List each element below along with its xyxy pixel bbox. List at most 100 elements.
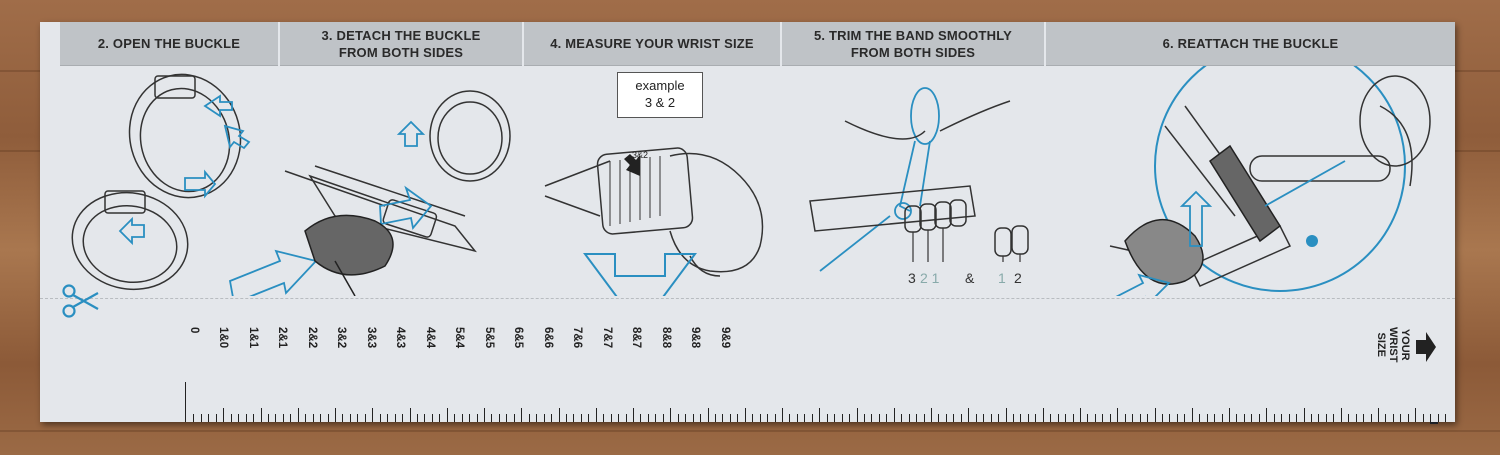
header-step-6: 6. REATTACH THE BUCKLE [1046,22,1455,66]
ruler-tick [528,414,530,422]
ruler-tick [789,414,791,422]
size-label: 8&8 [660,327,672,349]
ruler-tick [1340,408,1342,422]
ruler-tick [1221,414,1223,422]
ruler-tick [1318,414,1320,422]
ruler-tick [811,414,813,422]
ruler-tick [1310,414,1312,422]
ruler-tick [1400,414,1402,422]
size-label: 2&2 [306,327,318,349]
size-label: 6&5 [512,327,524,349]
example-value: 3 & 2 [644,95,676,110]
ruler-tick [1333,414,1335,422]
ruler-tick [834,414,836,422]
size-label: 8&7 [630,327,642,349]
header-step-2: 2. OPEN THE BUCKLE [60,22,278,66]
ruler-tick [729,414,731,422]
ruler-tick [1050,414,1052,422]
ruler-tick [722,414,724,422]
ruler-tick [372,408,374,422]
ruler-tick [1251,414,1253,422]
ruler-tick [640,414,642,422]
ruler-tick [670,408,672,422]
ruler-tick [476,414,478,422]
trim-band-illustration [809,87,1029,272]
ruler-tick [1035,414,1037,422]
example-callout: example 3 & 2 [617,72,703,118]
header-step-3: 3. DETACH THE BUCKLE FROM BOTH SIDES [280,22,522,66]
ruler-tick [1072,414,1074,422]
ruler-tick [297,408,299,422]
ruler-tick [953,414,955,422]
ruler-tick [394,414,396,422]
ruler-tick [446,408,448,422]
ruler-tick [998,414,1000,422]
ruler-tick [469,414,471,422]
size-label: 7&6 [571,327,583,349]
ruler-tick [1161,414,1163,422]
ruler-tick [208,414,210,422]
ruler-tick [603,414,605,422]
ruler-tick [767,414,769,422]
ruler-tick [484,408,485,422]
ruler-tick [931,408,932,422]
size-label: 6&6 [542,327,554,349]
ruler-tick [588,414,590,422]
ruler-tick [819,408,821,422]
measuring-ruler [185,382,1450,422]
ruler-tick [536,414,538,422]
ruler-tick [342,414,344,422]
ruler-tick [1288,414,1290,422]
ruler-tick [357,414,359,422]
ruler-tick [1206,414,1208,422]
ruler-tick [260,408,262,422]
ruler-tick [1184,414,1186,422]
ruler-tick [1422,414,1424,422]
ruler-tick [409,408,411,422]
ruler-tick [849,414,851,422]
trim-left-dark-number: 3 [908,270,916,286]
ruler-tick [1087,414,1089,422]
ruler-tick [1243,414,1245,422]
ruler-tick [193,414,195,422]
ruler-tick [886,414,888,422]
scissors-icon [62,284,99,318]
ruler-tick [610,414,612,422]
ruler-tick [491,414,493,422]
ruler-tick [908,414,910,422]
strap-marking-text: 3&2 [632,150,648,160]
ruler-tick [1236,414,1238,422]
ruler-tick [498,414,500,422]
ruler-tick [364,414,366,422]
trim-ampersand: & [965,270,975,286]
ruler-tick [327,414,329,422]
ruler-tick [253,414,255,422]
ruler-tick [320,414,322,422]
ruler-tick [1191,408,1193,422]
ruler-tick [893,408,895,422]
ruler-tick [662,414,664,422]
ruler-tick [230,414,232,422]
size-label: 1&1 [247,327,259,349]
size-label: 5&5 [483,327,495,349]
ruler-tick [1348,414,1350,422]
ruler-tick [1258,414,1260,422]
ruler-tick [968,408,970,422]
ruler-tick [1370,414,1372,422]
ruler-tick [439,414,441,422]
ruler-tick [618,414,620,422]
trim-left-light-numbers: 2 1 [920,270,940,286]
ruler-tick [1102,414,1104,422]
ruler-tick [275,414,277,422]
ruler-tick [700,414,702,422]
ruler-tick [1430,414,1432,422]
ruler-tick [1027,414,1029,422]
ruler-tick [759,414,761,422]
ruler-tick [335,408,336,422]
size-label: 1&0 [217,327,229,349]
ruler-tick [1363,414,1365,422]
ruler-tick [416,414,418,422]
ruler-tick [521,408,523,422]
ruler-tick [692,414,694,422]
size-label: 7&7 [601,327,613,349]
